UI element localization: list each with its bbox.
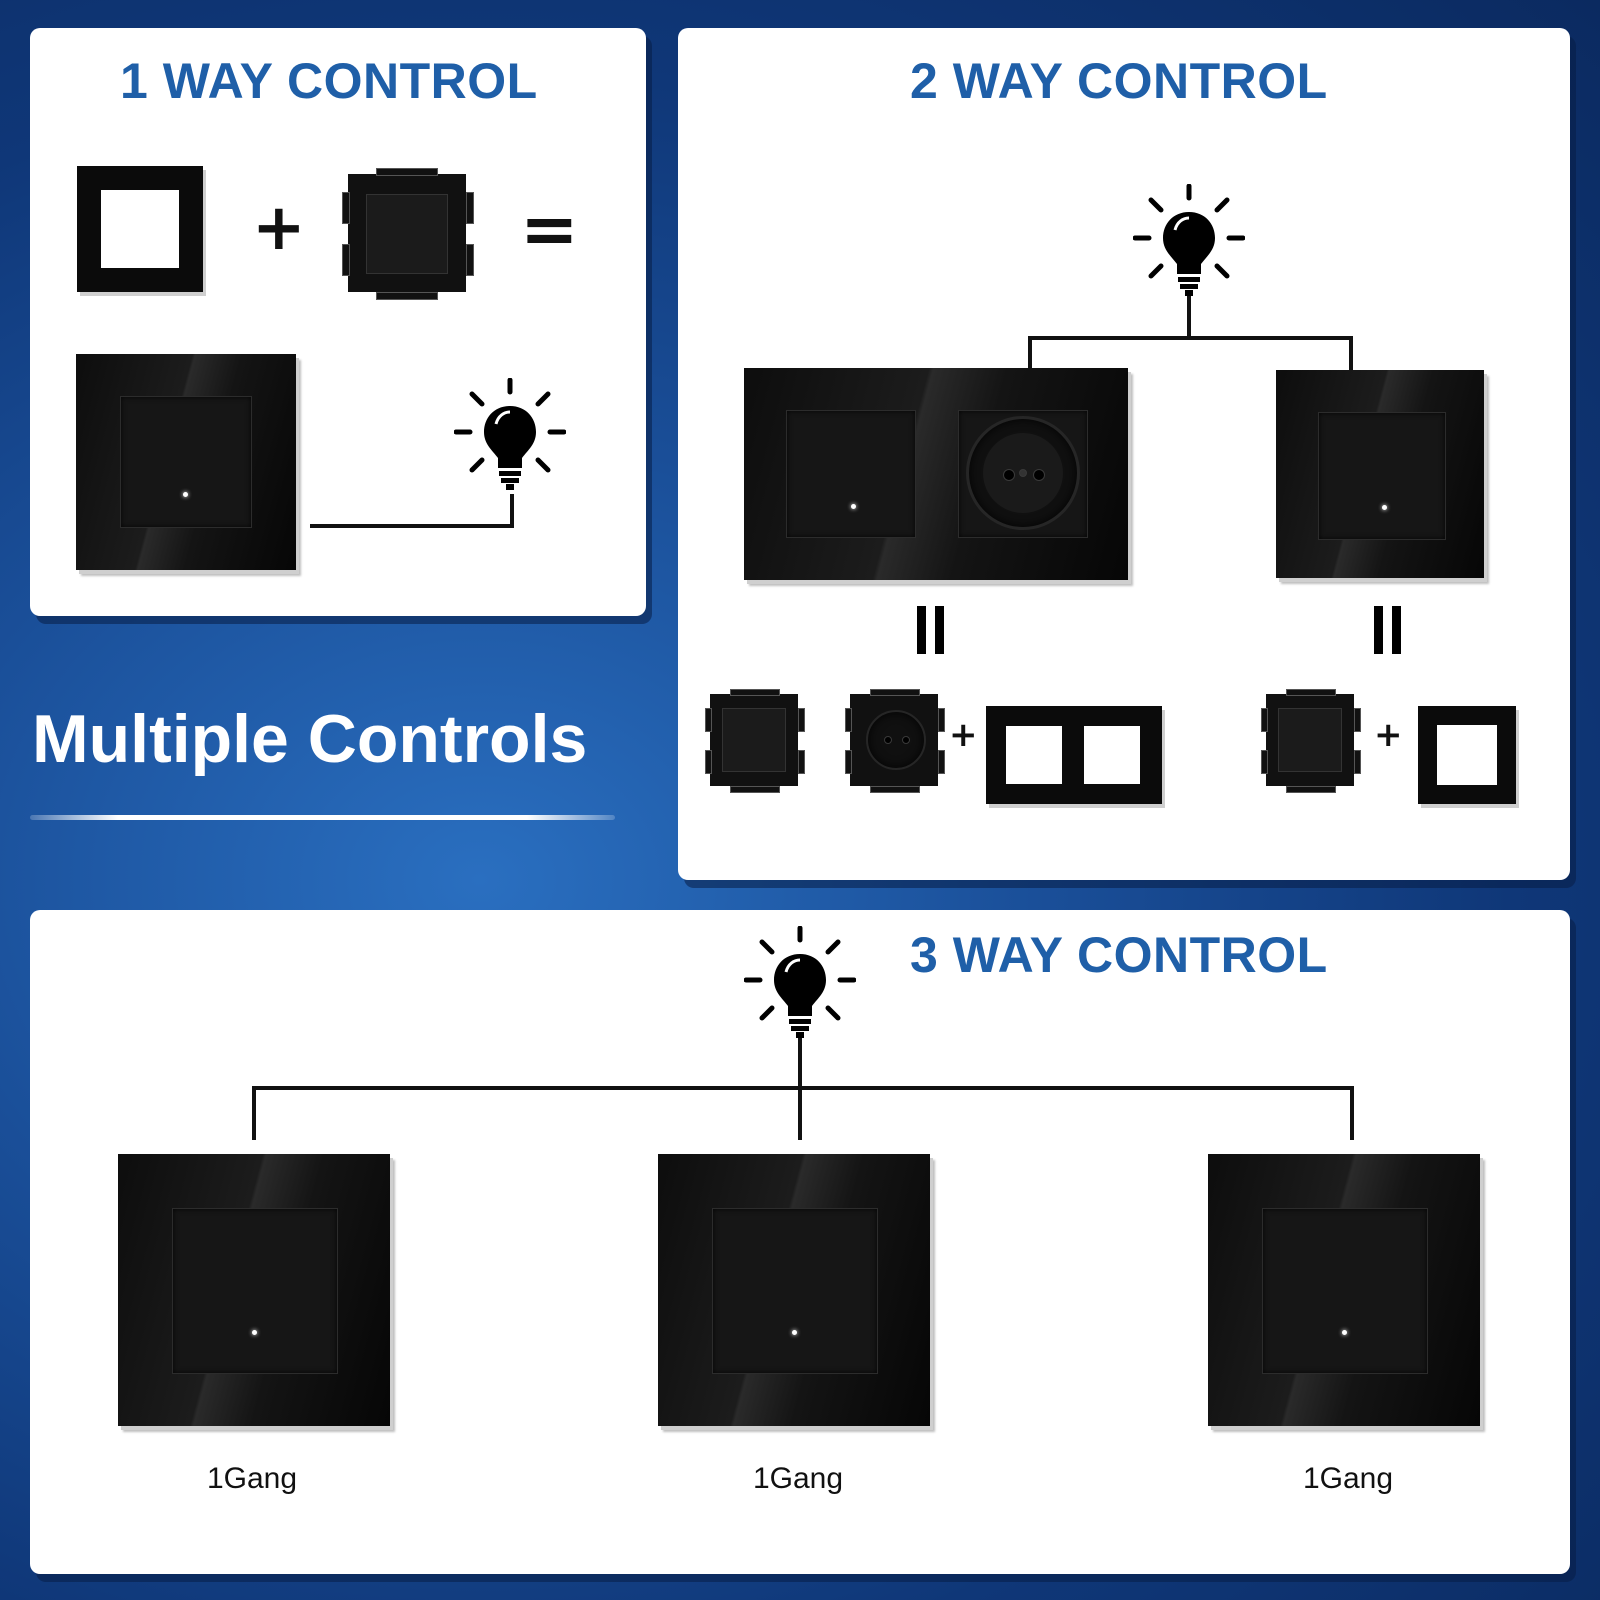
- two-way-title: 2 WAY CONTROL: [910, 53, 1328, 109]
- switch-plate-1gang: [1276, 370, 1484, 578]
- three-way-card: 3 WAY CONTROL 1Gang 1Gang 1Gang: [30, 910, 1570, 1574]
- rocker-button: [712, 1208, 878, 1374]
- indicator-led: [1382, 505, 1387, 510]
- frame-2gang: [986, 706, 1162, 804]
- rocker-button: [120, 396, 252, 528]
- wire: [1349, 336, 1353, 388]
- switch-mechanism: [705, 689, 805, 793]
- wire: [252, 1086, 256, 1140]
- heading-underline: [30, 815, 615, 820]
- switch-plate-1gang: [658, 1154, 930, 1426]
- equals-sign: =: [520, 188, 579, 270]
- gang-label: 1Gang: [752, 1462, 844, 1495]
- light-bulb-icon: [1133, 184, 1245, 296]
- indicator-led: [1342, 1330, 1347, 1335]
- switch-plate-1gang: [118, 1154, 390, 1426]
- plus-sign: +: [1374, 715, 1403, 755]
- light-bulb-icon: [454, 378, 566, 490]
- wire: [252, 1086, 1354, 1090]
- switch-mechanism: [342, 168, 474, 300]
- plus-sign: +: [949, 715, 978, 755]
- switch-plate-1gang: [1208, 1154, 1480, 1426]
- frame-1gang: [1418, 706, 1516, 804]
- rocker-button: [786, 410, 916, 538]
- wire: [310, 524, 514, 528]
- indicator-led: [851, 504, 856, 509]
- indicator-led: [183, 492, 188, 497]
- rocker-button: [172, 1208, 338, 1374]
- light-bulb-icon: [744, 926, 856, 1038]
- one-way-title: 1 WAY CONTROL: [120, 53, 538, 109]
- schuko-socket: [966, 416, 1080, 530]
- gang-label: 1Gang: [206, 1462, 298, 1495]
- indicator-led: [792, 1330, 797, 1335]
- plus-sign: +: [252, 191, 306, 265]
- socket-mechanism: [845, 689, 945, 793]
- switch-plate-1gang: [76, 354, 296, 570]
- switch-mechanism: [1261, 689, 1361, 793]
- wire: [1028, 336, 1353, 340]
- rocker-button: [1318, 412, 1446, 540]
- switch-socket-plate-2gang: [744, 368, 1128, 580]
- equals-sign-vertical: [1374, 606, 1404, 654]
- frame-1gang: [77, 166, 203, 292]
- rocker-button: [1262, 1208, 1428, 1374]
- wire: [1350, 1086, 1354, 1140]
- one-way-card: 1 WAY CONTROL + =: [30, 28, 646, 616]
- two-way-card: 2 WAY CONTROL: [678, 28, 1570, 880]
- three-way-title: 3 WAY CONTROL: [910, 927, 1328, 983]
- indicator-led: [252, 1330, 257, 1335]
- wire: [1187, 296, 1191, 340]
- equals-sign-vertical: [917, 606, 947, 654]
- gang-label: 1Gang: [1302, 1462, 1394, 1495]
- wire: [510, 494, 514, 528]
- wire: [1028, 336, 1032, 386]
- page-heading: Multiple Controls: [32, 701, 588, 777]
